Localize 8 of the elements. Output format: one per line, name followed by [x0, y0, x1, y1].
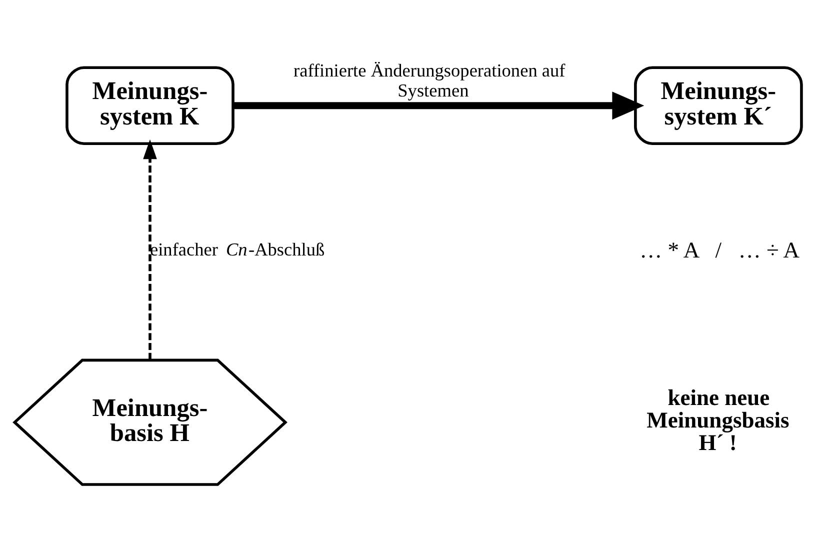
node-box: Meinungs- system K [66, 66, 234, 146]
edge-label: raffinierte Änderungsoperationen auf Systemen [294, 60, 566, 100]
label: … * A / … ÷ A [640, 237, 800, 262]
edge-label: einfacher Cn-Abschluß [150, 239, 325, 260]
arrow [233, 92, 644, 120]
arrow [143, 139, 157, 360]
label: keine neue Meinungsbasis H´ ! [646, 385, 790, 456]
node-box: Meinungs- system K´ [634, 66, 803, 146]
